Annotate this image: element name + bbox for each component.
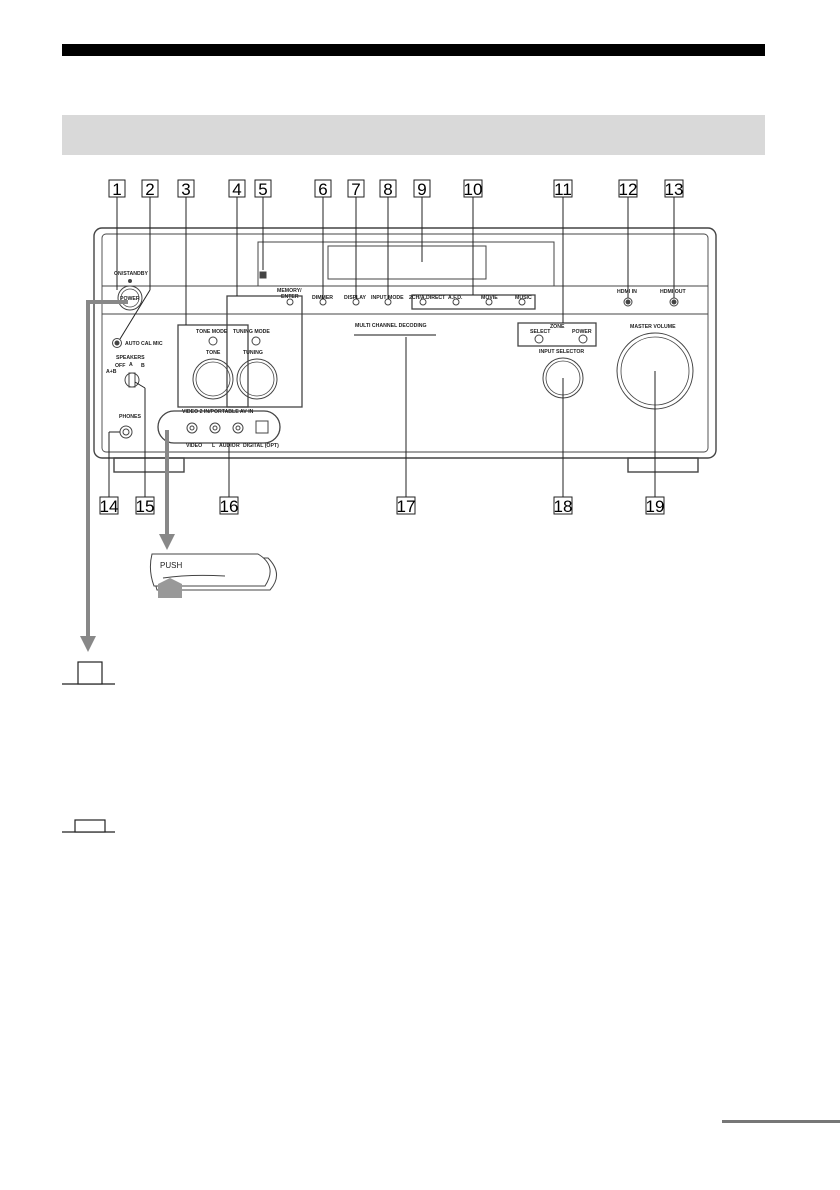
- power-label: POWER: [120, 296, 140, 302]
- callout-15: 15: [136, 497, 155, 516]
- multi-channel-label: MULTI CHANNEL DECODING: [355, 323, 427, 329]
- speakers-a-label: A: [129, 362, 133, 368]
- hdmi-in-label: HDMI IN: [617, 289, 637, 295]
- callout-1: 1: [112, 180, 121, 199]
- tuning-label: TUNING: [243, 350, 263, 356]
- callout-13: 13: [665, 180, 684, 199]
- reference-symbol-2: [62, 819, 115, 833]
- music-label: MUSIC: [515, 295, 532, 301]
- section-title-bar: [62, 115, 765, 155]
- digital-opt-label: DIGITAL (OPT): [243, 443, 279, 449]
- callout-16: 16: [220, 497, 239, 516]
- zone-select-label: SELECT: [530, 329, 551, 335]
- callout-leader-lines: [108, 196, 675, 498]
- callout-4: 4: [232, 180, 241, 199]
- auto-cal-mic-label: AUTO CAL MIC: [125, 341, 163, 347]
- speakers-ab-label: A+B: [106, 369, 117, 375]
- audio-r-label: R: [236, 443, 240, 449]
- master-volume-label: MASTER VOLUME: [630, 324, 676, 330]
- callout-3: 3: [181, 180, 190, 199]
- callout-17: 17: [397, 497, 416, 516]
- display-label: DISPLAY: [344, 295, 367, 301]
- display-window: [257, 241, 555, 287]
- movie-label: MOVIE: [481, 295, 498, 301]
- callout-18: 18: [554, 497, 573, 516]
- tuning-mode-label: TUNING MODE: [233, 329, 270, 335]
- down-arrow-head-1: [80, 636, 96, 652]
- header-rule: [62, 44, 765, 56]
- continued-rule: [722, 1120, 840, 1123]
- audio-l-label: L: [212, 443, 216, 449]
- two-ch-label: 2CH/A.DIRECT: [409, 295, 446, 301]
- afd-label: A.F.D.: [448, 295, 463, 301]
- receiver-body: [93, 227, 717, 473]
- zone-power-label: POWER: [572, 329, 592, 335]
- speakers-off-label: OFF: [115, 363, 125, 369]
- callout-boxes: [99, 179, 684, 515]
- power-reference-arrow: [86, 300, 128, 640]
- callout-10: 10: [464, 180, 483, 199]
- callout-9: 9: [417, 180, 426, 199]
- tone-label: TONE: [206, 350, 221, 356]
- phones-label: PHONES: [119, 414, 141, 420]
- callout-19: 19: [646, 497, 665, 516]
- zone-label: ZONE: [550, 324, 565, 330]
- speakers-b-label: B: [141, 363, 145, 369]
- callout-5: 5: [258, 180, 267, 199]
- push-cover-illustration: [149, 553, 277, 591]
- callout-11: 11: [554, 180, 572, 199]
- speakers-label: SPEAKERS: [116, 355, 145, 361]
- video2-in-label: VIDEO 2 IN/PORTABLE AV IN: [182, 409, 254, 415]
- hdmi-out-label: HDMI OUT: [660, 289, 686, 295]
- callout-numbers: 1 2 3 4 5 6 7 8 9 10 11 12 13 14 15 16 1…: [100, 180, 684, 516]
- callout-8: 8: [383, 180, 392, 199]
- on-standby-label: ON/STANDBY: [114, 271, 148, 277]
- push-label: PUSH: [160, 561, 182, 570]
- callout-2: 2: [145, 180, 154, 199]
- callout-7: 7: [351, 180, 360, 199]
- controls: [112, 279, 694, 444]
- video-label: VIDEO: [186, 443, 202, 449]
- panel-labels: ON/STANDBY POWER AUTO CAL MIC SPEAKERS O…: [106, 271, 686, 449]
- down-arrow-head-2: [159, 534, 175, 550]
- input-selector-label: INPUT SELECTOR: [539, 349, 584, 355]
- enter-label: ENTER: [281, 294, 299, 300]
- reference-symbol-1: [62, 661, 115, 685]
- callout-14: 14: [100, 497, 119, 516]
- tone-mode-label: TONE MODE: [196, 329, 228, 335]
- callout-12: 12: [619, 180, 638, 199]
- audio-label: AUDIO: [219, 443, 236, 449]
- memory-label: MEMORY/: [277, 288, 302, 294]
- push-finger-arrow: [158, 578, 182, 598]
- callout-6: 6: [318, 180, 327, 199]
